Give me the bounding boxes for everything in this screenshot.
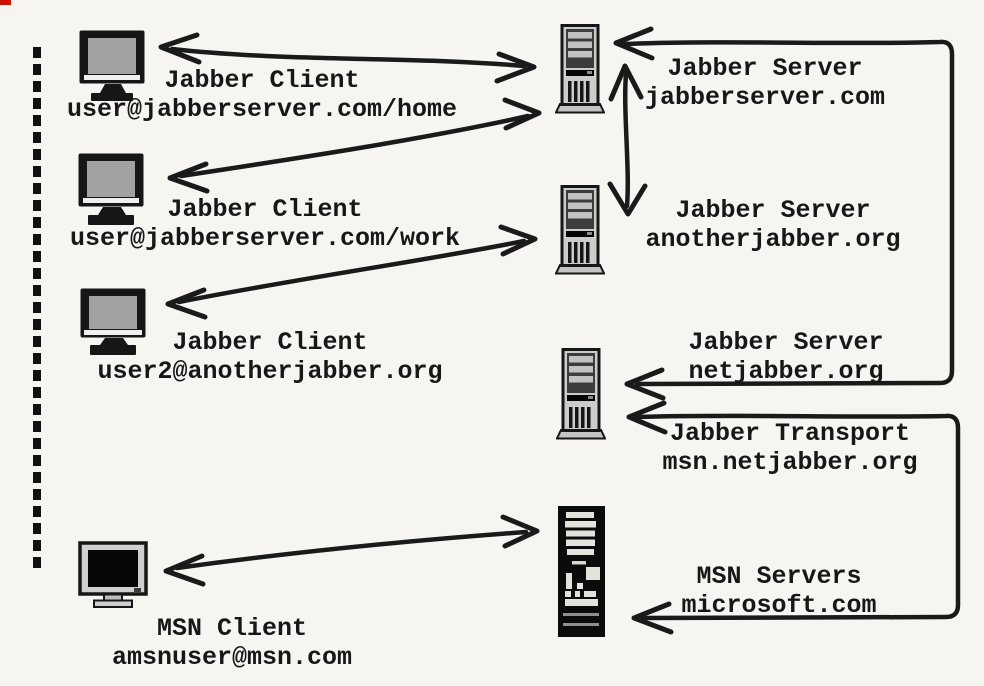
monitor-icon bbox=[79, 30, 145, 101]
client-name: Jabber Client bbox=[164, 66, 360, 95]
arrow-jabberserver-netjabber bbox=[613, 26, 955, 401]
jabber-client-user2-label: Jabber Client user2@anotherjabber.org bbox=[97, 328, 442, 386]
jabber-transport-label: Jabber Transport msn.netjabber.org bbox=[662, 419, 917, 477]
server-address: anotherjabber.org bbox=[645, 225, 901, 254]
jabber-client-work-label: Jabber Client user@jabberserver.com/work bbox=[70, 195, 460, 253]
server-name: Jabber Transport bbox=[669, 419, 911, 448]
client-address: amsnuser@msn.com bbox=[111, 643, 353, 672]
dashed-boundary-line bbox=[33, 47, 41, 570]
arrow-client-home-jabberserver bbox=[158, 32, 537, 84]
server-address: netjabber.org bbox=[688, 357, 884, 386]
server-rack-icon bbox=[558, 506, 605, 637]
client-name: MSN Client bbox=[156, 614, 308, 643]
server-name: Jabber Server bbox=[675, 196, 871, 225]
arrow-jabberserver-anotherjabber bbox=[607, 63, 648, 217]
client-address: user2@anotherjabber.org bbox=[97, 357, 443, 386]
netjabber-label: Jabber Server netjabber.org bbox=[688, 328, 883, 386]
corner-red-mark bbox=[0, 0, 11, 5]
server-tower-icon bbox=[555, 24, 605, 114]
server-name: Jabber Server bbox=[688, 328, 884, 357]
server-name: Jabber Server bbox=[667, 54, 863, 83]
server-tower-icon bbox=[556, 348, 606, 440]
arrow-client-work-jabberserver bbox=[167, 97, 542, 194]
arrow-client-user2-anotherjabber bbox=[165, 224, 538, 320]
server-address: microsoft.com bbox=[681, 591, 877, 620]
arrow-transport-msn-servers bbox=[626, 400, 961, 635]
client-address: user@jabberserver.com/work bbox=[69, 224, 461, 253]
jabberserver-label: Jabber Server jabberserver.com bbox=[645, 54, 885, 112]
server-address: msn.netjabber.org bbox=[662, 448, 918, 477]
server-address: jabberserver.com bbox=[644, 83, 886, 112]
msn-client-label: MSN Client amsnuser@msn.com bbox=[112, 614, 352, 672]
monitor-icon bbox=[80, 288, 146, 355]
monitor-icon bbox=[78, 153, 144, 225]
msn-servers-label: MSN Servers microsoft.com bbox=[681, 562, 876, 620]
client-address: user@jabberserver.com/home bbox=[66, 95, 458, 124]
arrow-msn-client-msn-servers bbox=[163, 514, 540, 587]
jabber-client-home-label: Jabber Client user@jabberserver.com/home bbox=[67, 66, 457, 124]
client-name: Jabber Client bbox=[167, 195, 363, 224]
server-name: MSN Servers bbox=[696, 562, 862, 591]
client-name: Jabber Client bbox=[172, 328, 368, 357]
anotherjabber-label: Jabber Server anotherjabber.org bbox=[645, 196, 900, 254]
monitor-icon bbox=[78, 541, 148, 608]
server-tower-icon bbox=[555, 185, 605, 275]
